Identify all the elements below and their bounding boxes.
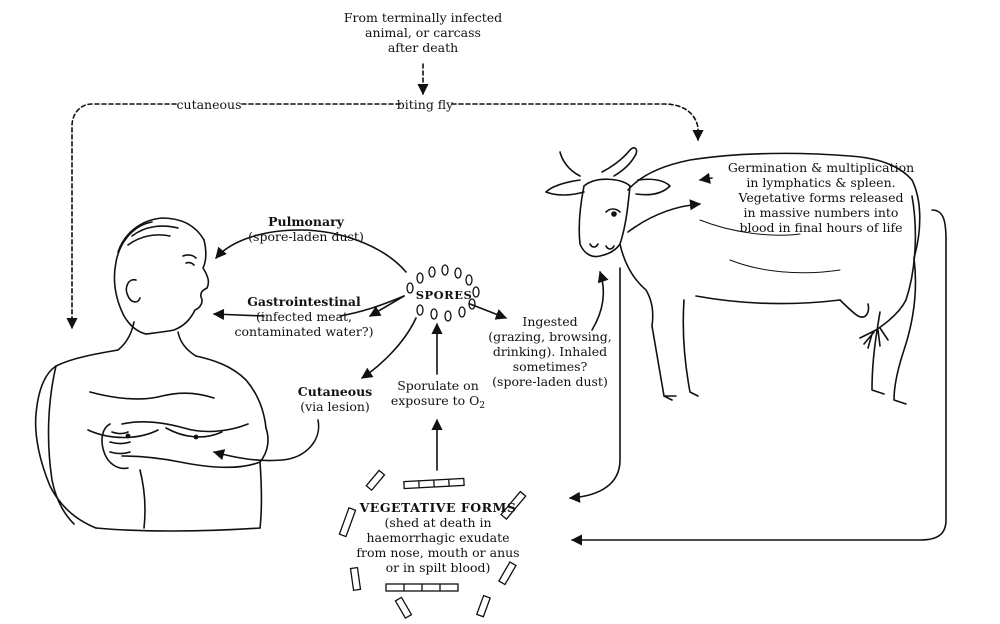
ingested-line-4: sometimes? [512,359,588,374]
ingested-line-5: (spore-laden dust) [492,374,608,389]
ingested-line-2: (grazing, browsing, [488,329,612,344]
source-line-2: animal, or carcass [365,25,481,40]
vegetative-line-4: or in spilt blood) [385,560,491,575]
sporulate-line-2-subscript: 2 [479,401,486,411]
route-cutaneous-label: cutaneous [176,97,242,112]
ingested-label: Ingested (grazing, browsing, drinking). … [484,314,616,389]
spores-label: SPORES [415,288,473,302]
cutaneous-human-title: Cutaneous [297,384,373,399]
cow-process-line-3: Vegetative forms released [738,190,904,205]
cow-process-line-2: in lymphatics & spleen. [746,175,896,190]
pulmonary-title: Pulmonary [268,214,344,229]
cow-figure [545,147,921,405]
cow-process-label: Germination & multiplication in lymphati… [716,160,926,235]
sporulate-label: Sporulate on exposure to O2 [386,378,490,414]
gastrointestinal-line-1: (infected meat, [255,309,353,324]
route-biting-fly-label: biting fly [396,97,454,112]
vegetative-line-2: haemorrhagic exudate [366,530,510,545]
cutaneous-human-label: Cutaneous (via lesion) [290,384,380,414]
cow-process-line-5: blood in final hours of life [739,220,903,235]
spores-ring [406,264,480,322]
gastrointestinal-label: Gastrointestinal (infected meat, contami… [228,294,380,339]
sporulate-line-2-text: exposure to O [390,393,480,408]
gastrointestinal-line-2: contaminated water?) [234,324,374,339]
pulmonary-detail: (spore-laden dust) [248,229,364,244]
ingested-line-1: Ingested [522,314,578,329]
human-figure [34,217,269,532]
source-line-1: From terminally infected [343,10,503,25]
source-line-3: after death [387,40,459,55]
vegetative-title: VEGETATIVE FORMS [359,500,517,515]
vegetative-line-3: from nose, mouth or anus [356,545,520,560]
vegetative-line-1: (shed at death in [384,515,492,530]
cow-process-line-4: in massive numbers into [743,205,899,220]
vegetative-label: VEGETATIVE FORMS (shed at death in haemo… [356,500,520,575]
cutaneous-human-detail: (via lesion) [300,399,370,414]
vegetative-rods [338,469,527,620]
ingested-line-3: drinking). Inhaled [492,344,608,359]
cow-process-line-1: Germination & multiplication [727,160,915,175]
gastrointestinal-title: Gastrointestinal [247,294,361,309]
sporulate-line-2: exposure to O2 [386,393,490,414]
source-label: From terminally infected animal, or carc… [320,10,526,55]
sporulate-line-1: Sporulate on [397,378,479,393]
pulmonary-label: Pulmonary (spore-laden dust) [236,214,376,244]
